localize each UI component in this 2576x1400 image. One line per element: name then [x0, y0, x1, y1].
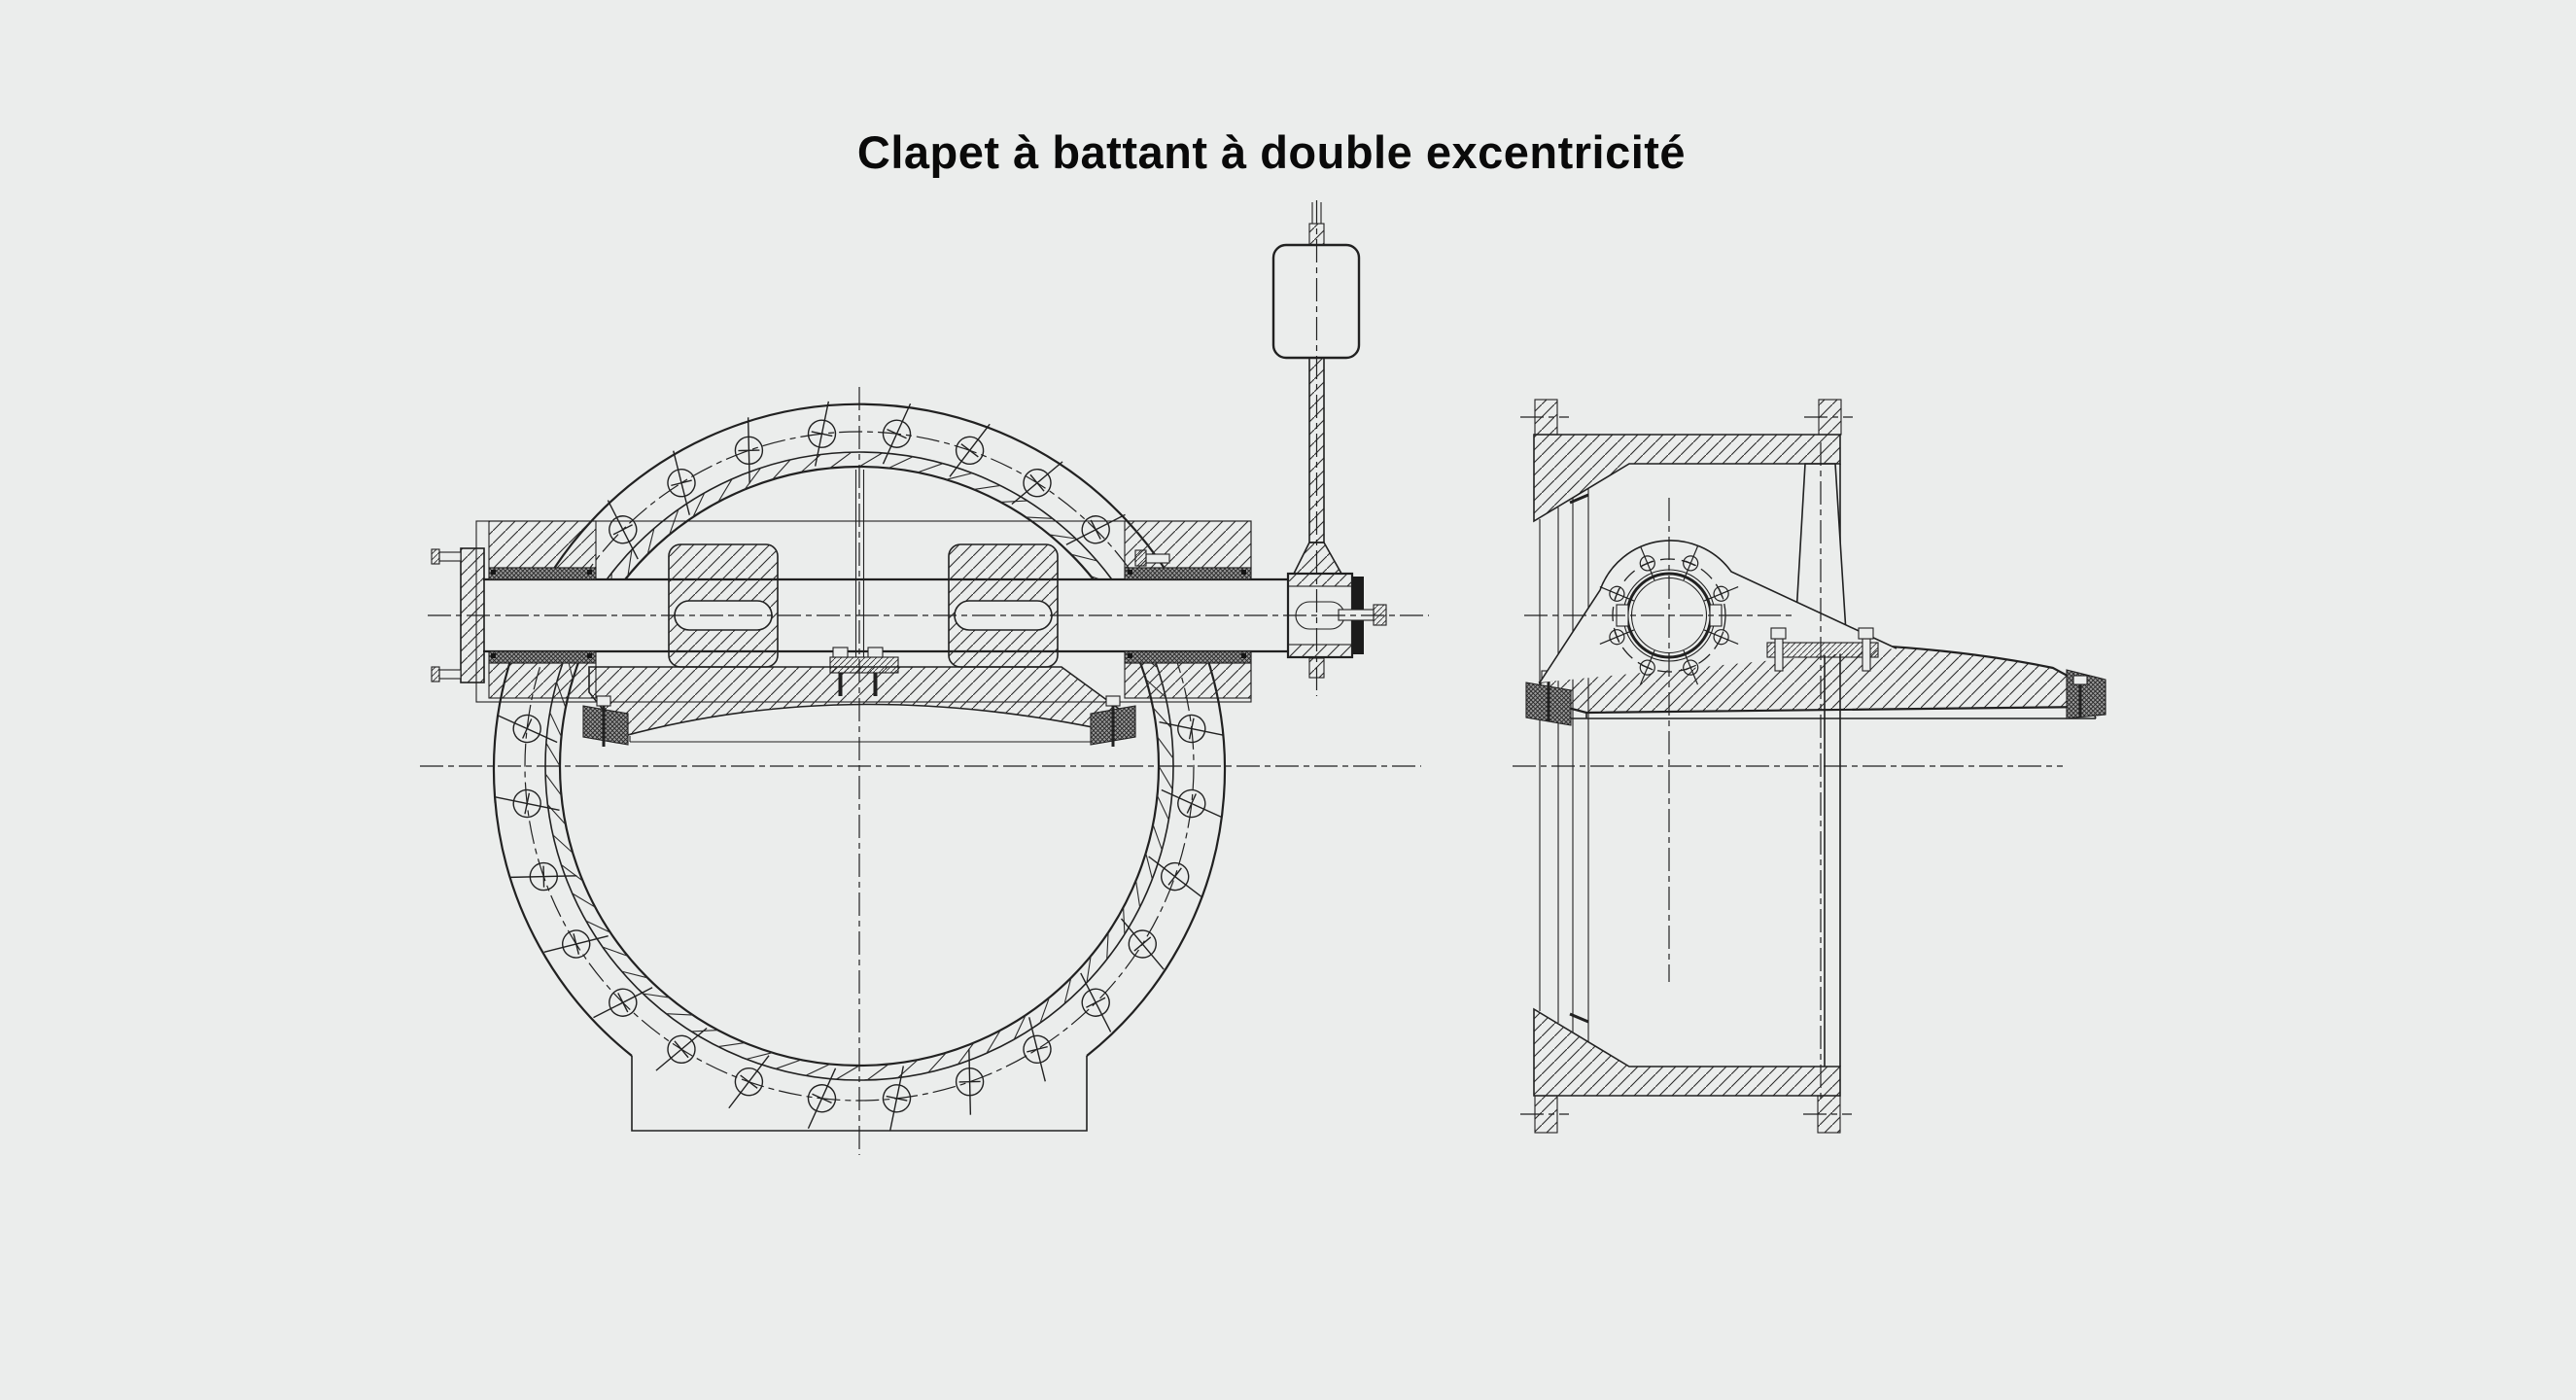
counterweight-lever — [1271, 202, 1387, 679]
disc-section — [582, 666, 1136, 747]
gland-bolt — [1145, 553, 1170, 564]
bottom-flange — [1520, 1007, 1852, 1134]
front-view-centerlines — [420, 200, 1429, 1155]
disc-clamp — [1766, 627, 1879, 672]
front-view — [420, 200, 1429, 1155]
hinge-bosses — [668, 543, 1059, 668]
disc-seal-left — [582, 705, 629, 746]
side-view — [1513, 399, 2106, 1134]
drawing-title: Clapet à battant à double excentricité — [857, 126, 1686, 178]
disc-edge-and-clamp — [829, 470, 899, 696]
packing-glands — [488, 520, 1252, 699]
side-view-centerlines — [1513, 442, 2063, 1099]
packing-pins — [491, 570, 1246, 658]
top-flange — [1520, 399, 1853, 523]
